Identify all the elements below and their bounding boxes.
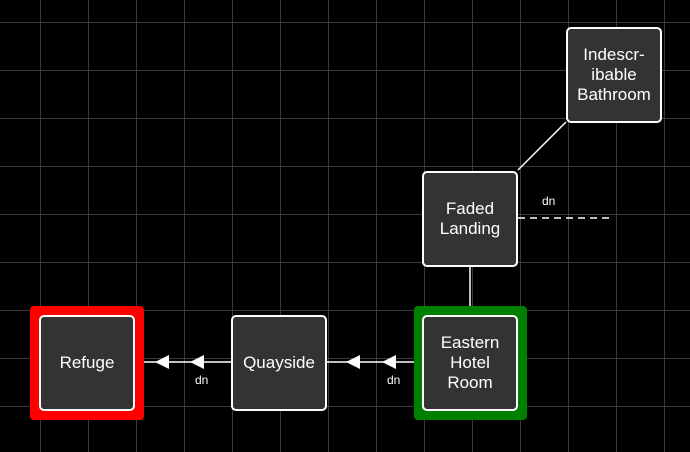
room-refuge[interactable]: Refuge (39, 315, 135, 411)
arrow-eastern-quayside-2 (382, 355, 396, 369)
exit-label-landing-dn: dn (542, 194, 556, 208)
arrow-eastern-quayside-1 (346, 355, 360, 369)
exit-label-quayside-dn: dn (195, 373, 209, 387)
connection-landing-bathroom (517, 121, 567, 171)
room-indescribable-bathroom[interactable]: Indescr- ibable Bathroom (566, 27, 662, 123)
room-eastern-hotel-room[interactable]: Eastern Hotel Room (422, 315, 518, 411)
exit-label-eastern-dn: dn (387, 373, 401, 387)
arrow-quayside-refuge-2 (190, 355, 204, 369)
room-faded-landing[interactable]: Faded Landing (422, 171, 518, 267)
room-quayside[interactable]: Quayside (231, 315, 327, 411)
arrow-quayside-refuge-1 (155, 355, 169, 369)
